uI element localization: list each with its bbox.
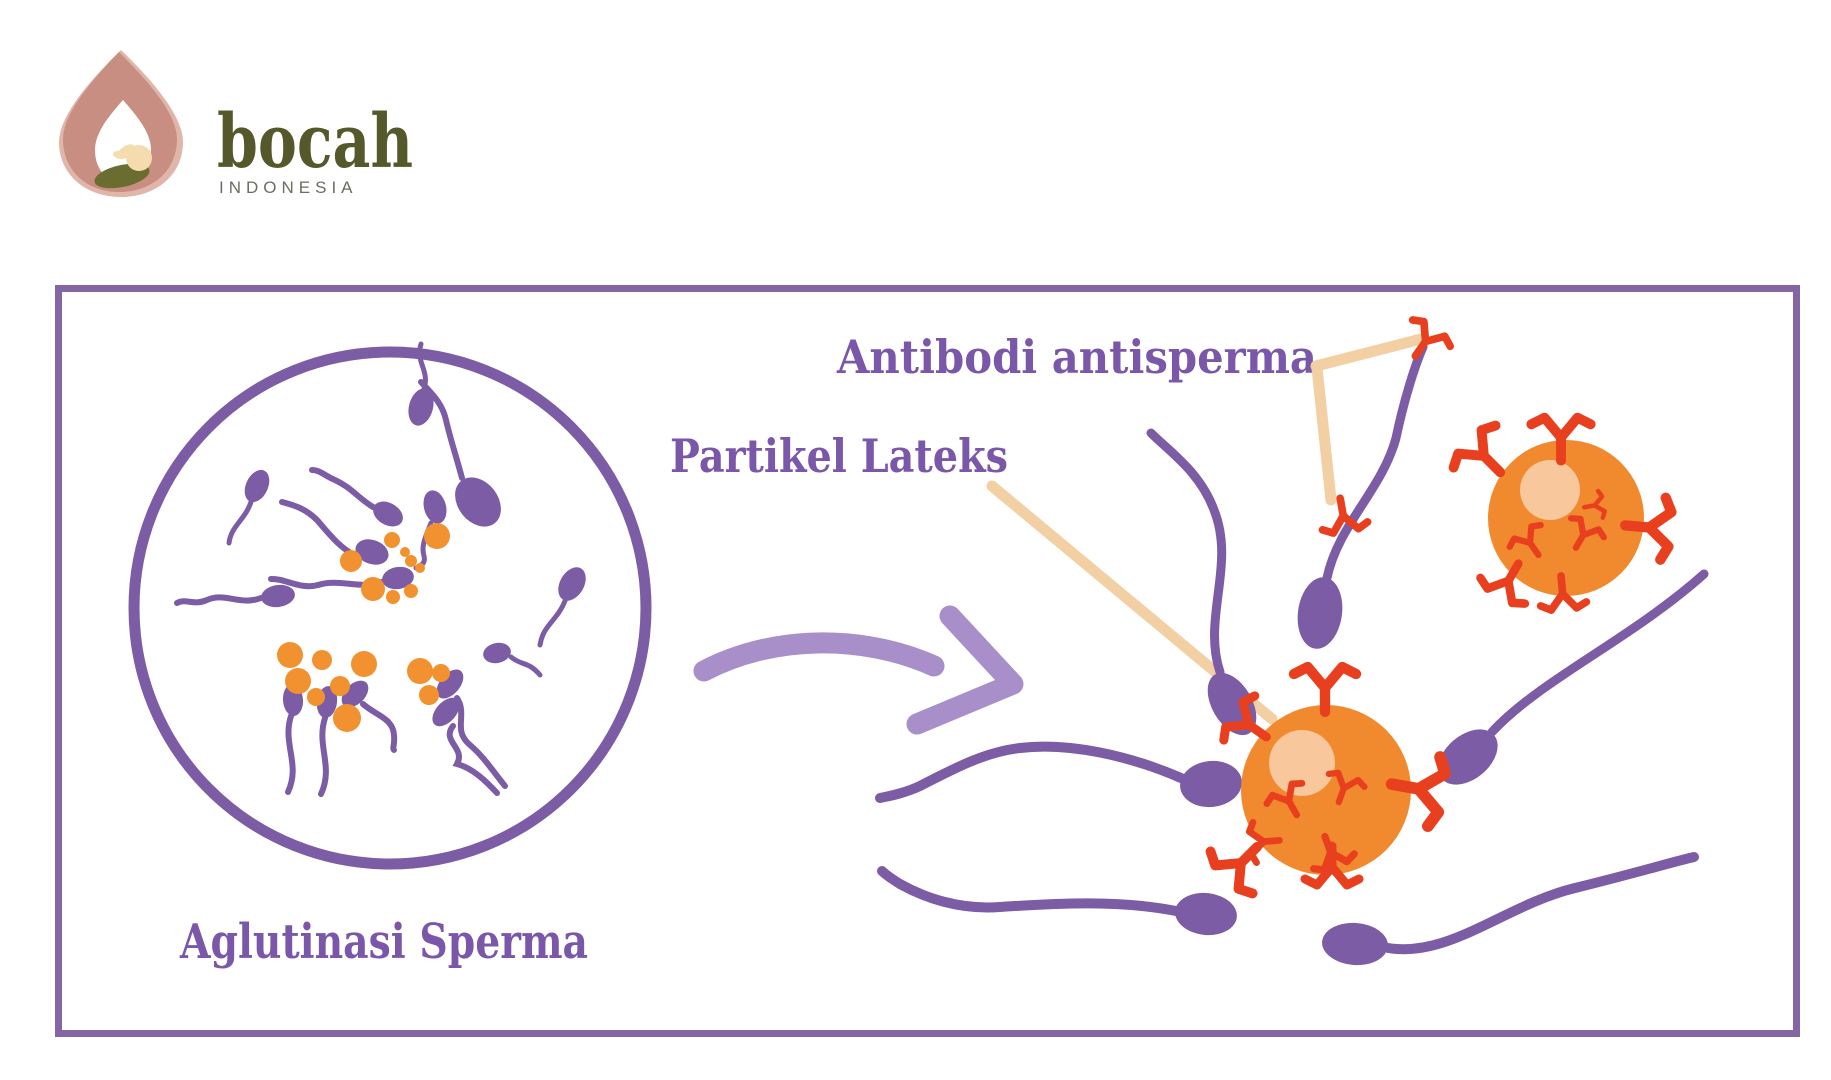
agglutination-dot [330,676,350,696]
agglutination-dot [384,532,400,548]
sperm-icon [174,584,295,608]
logo: bocah INDONESIA [59,50,413,197]
sperm-right-group [875,342,1709,966]
latex-label: Partikel Lateks [670,429,1008,483]
sperm-icon [432,697,500,796]
sperm-icon [226,469,270,546]
seed-petal [113,150,127,160]
sperm-icon [875,741,1242,808]
sperm-icon [1322,852,1699,966]
agglutination-dot [312,650,332,670]
agglutination-dot [285,668,311,694]
agglutination-dot [419,685,439,705]
latex-particle-secondary [1449,418,1673,611]
antibody-pointer-line [1310,333,1427,372]
sperm-icon [483,642,543,678]
latex-particle-highlight [1520,460,1580,520]
agglutination-dot [424,523,450,549]
brush-arrow-icon [693,605,1024,735]
agglutination-dots [277,523,450,732]
microscope-view [128,341,652,870]
logo-brand-text: bocah [217,99,413,185]
agglutination-dot [277,642,303,668]
logo-country-text: INDONESIA [219,178,358,197]
agglutination-dot [386,590,400,604]
agglutination-dot [307,688,325,706]
sperm-icon [877,866,1237,936]
seed-icon [126,145,152,171]
sperm-icon [1297,342,1428,649]
sperm-icon [537,567,586,648]
latex-particle-highlight [1269,730,1335,796]
agglutination-dot [400,547,410,557]
antibody-pointer-line [1311,362,1337,506]
agglutination-dot [361,577,385,601]
agglutination-dot [432,664,450,682]
microscope-circle-icon [128,346,652,870]
sperm-icon [279,499,389,565]
sperm-icon [309,467,403,527]
agglutination-dot [405,555,417,567]
agglutination-dot [340,550,362,572]
latex-particle-main [1206,667,1448,898]
sperm-icon [418,379,501,527]
agglutination-dot [407,658,433,684]
circle-caption: Aglutinasi Sperma [179,914,588,970]
agglutination-dot [351,651,377,677]
agglutination-dot [333,704,361,732]
antibody-label: Antibodi antisperma [836,330,1317,384]
egg-logo-icon [59,50,183,197]
agglutination-dot [415,563,425,573]
agglutination-dot [404,584,418,598]
sperm-icon [1438,569,1709,785]
